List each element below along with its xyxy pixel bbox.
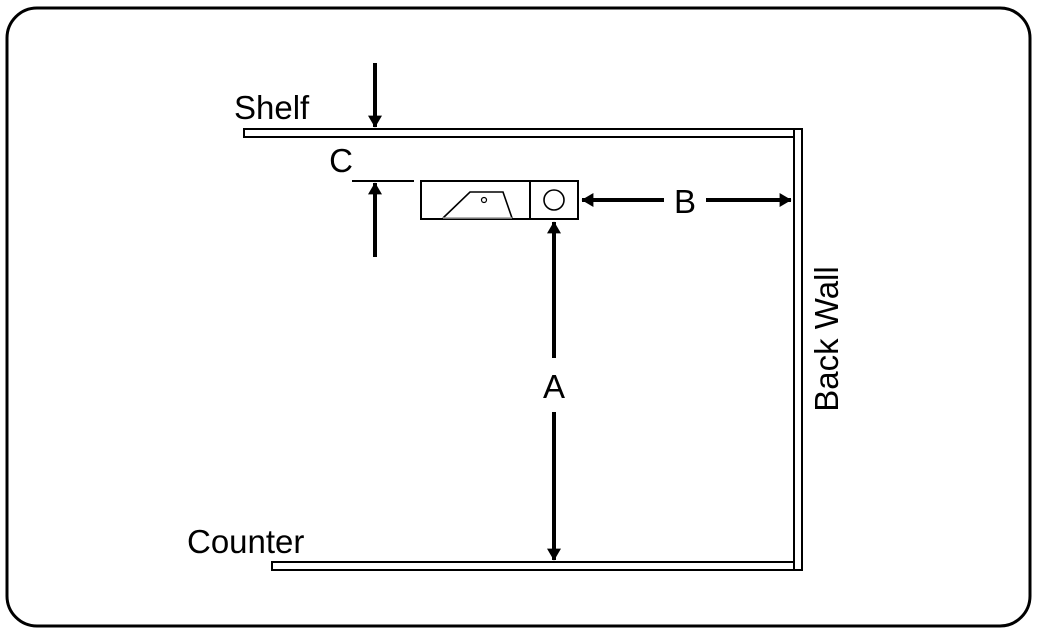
counter-board (271, 561, 795, 571)
shelf-board (243, 128, 795, 138)
dimension-b-label: B (674, 183, 696, 220)
undershelf-device (420, 180, 579, 220)
shelf-label: Shelf (234, 89, 310, 126)
diagram-frame (5, 6, 1032, 628)
counter-label: Counter (187, 523, 304, 560)
dimension-c: C (329, 63, 414, 257)
dimension-b: B (581, 183, 792, 220)
back-wall-label: Back Wall (808, 266, 845, 411)
dimension-a-label: A (543, 368, 565, 405)
back-wall-board (793, 128, 803, 571)
device-ramp-shape (442, 191, 513, 219)
device-hole-icon (480, 196, 488, 204)
dimension-a: A (543, 221, 565, 561)
device-knob-icon (543, 189, 565, 211)
dimension-c-label: C (329, 142, 353, 179)
